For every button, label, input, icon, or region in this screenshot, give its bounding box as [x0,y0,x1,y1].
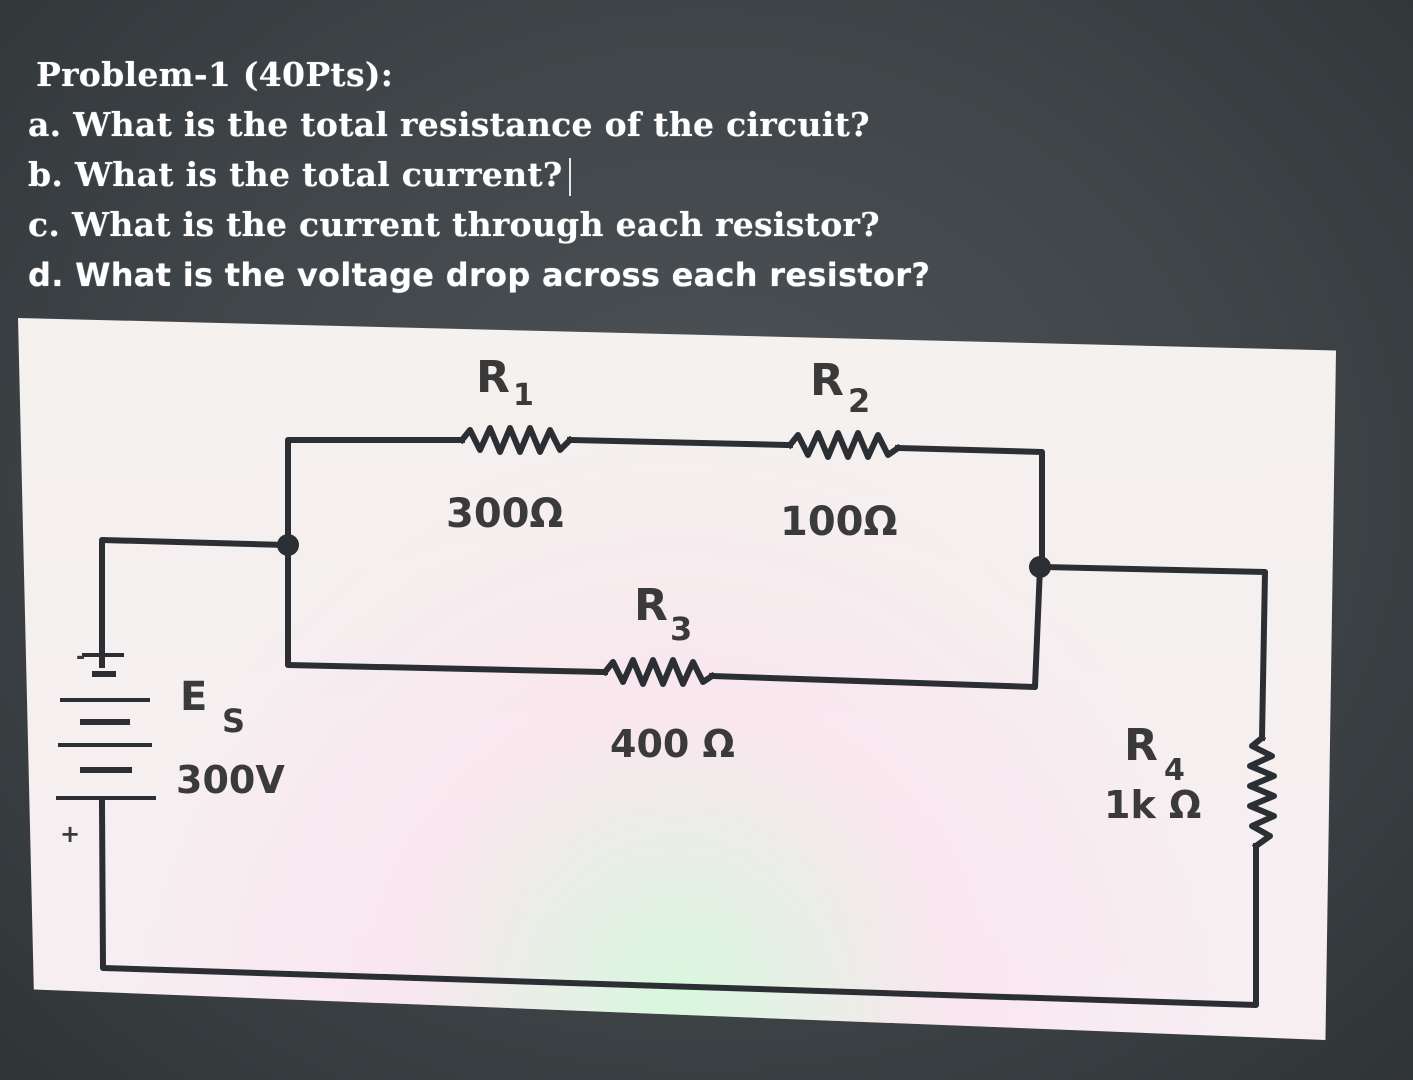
r3-label: R [634,580,668,631]
r4-subscript: 4 [1164,753,1185,788]
text-cursor [568,158,571,196]
r3-subscript: 3 [670,610,692,648]
r4-value: 1k Ω [1104,783,1201,827]
r2-subscript: 2 [848,382,870,420]
source-label: E [180,674,207,720]
question-c: c. What is the current through each resi… [28,205,880,244]
wire-middle-right [708,563,1044,690]
resistor-r4 [1247,733,1277,851]
wire-top-left [285,437,465,548]
circuit-panel [18,318,1336,1040]
problem-title: Problem-1 (40Pts): [36,55,394,94]
r3-value: 400 Ω [610,722,735,766]
r1-subscript: 1 [513,378,534,413]
junction-node-right [1029,556,1051,578]
r4-label: R [1124,720,1158,771]
r1-value: 300Ω [446,491,564,537]
battery-minus-sign: - [76,645,85,670]
question-a: a. What is the total resistance of the c… [28,105,870,144]
junction-node-left [277,534,299,556]
resistor-r2 [785,430,903,460]
wire-middle-left [285,542,609,676]
question-b: b. What is the total current? [28,150,888,200]
wire-right-r4 [1038,563,1268,742]
resistor-r1 [457,425,575,455]
wire-top-right [894,444,1045,570]
wire-source-top [99,537,292,668]
question-b-text: b. What is the total current? [28,155,563,194]
battery-plus-sign: + [60,820,80,848]
source-voltage: 300V [176,758,285,802]
battery-symbol [56,653,156,810]
r1-label: R [476,352,510,403]
r2-value: 100Ω [780,499,898,545]
wire-r1-r2 [566,436,794,449]
resistor-r3 [600,657,717,687]
source-subscript: S [222,702,245,740]
r2-label: R [810,355,844,406]
wire-bottom [98,801,1259,1008]
problem-text: Problem-1 (40Pts): a. What is the total … [28,50,931,300]
question-d: d. What is the voltage drop across each … [28,256,931,294]
